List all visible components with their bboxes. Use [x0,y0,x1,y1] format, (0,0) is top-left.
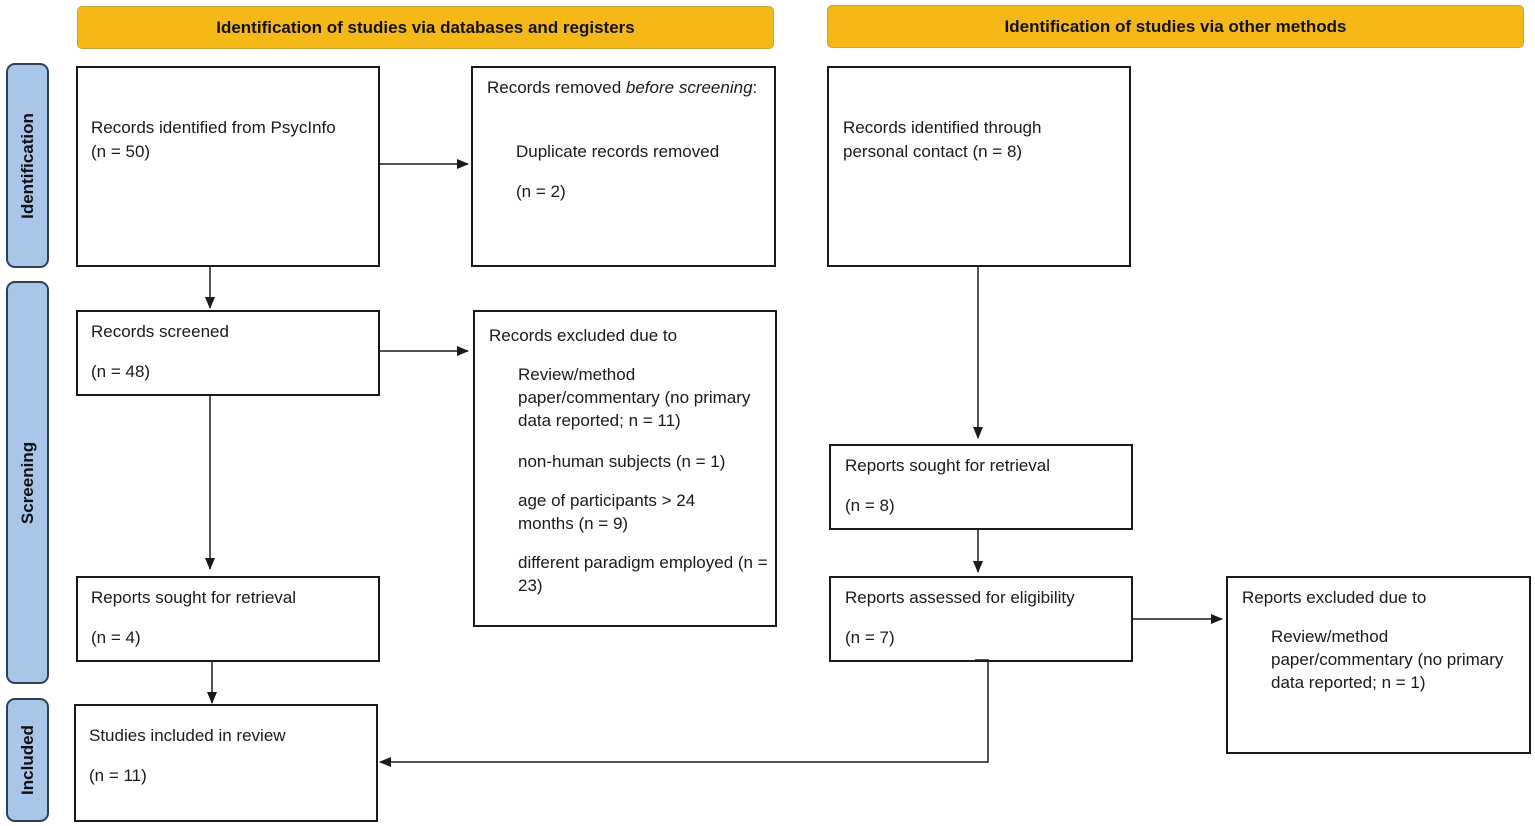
other-methods-header: Identification of studies via other meth… [827,5,1524,48]
box-label: Reports excluded due to [1242,588,1427,607]
records-excluded-box: Records excluded due to Review/method pa… [473,310,777,627]
reports-sought-db-box: Reports sought for retrieval (n = 4) [76,576,380,662]
box-label: Reports sought for retrieval [91,588,297,607]
exclusion-reason: age of participants > 24 months (n = 9) [518,491,696,533]
records-identified-psycinfo-box: Records identified from PsycInfo (n = 50… [76,66,380,267]
removed-count: (n = 2) [516,182,566,201]
box-label: Records screened [91,322,229,341]
exclusion-reason: Review/method paper/commentary (no prima… [518,365,751,430]
box-count: (n = 8) [845,496,895,515]
box-label: Studies included in review [89,726,286,745]
exclusion-reason: Review/method paper/commentary (no prima… [1271,627,1504,692]
box-label: Records identified from PsycInfo [91,118,336,137]
box-label: Records removed before screening: [487,78,758,97]
arrow-assessed-to-included [379,659,989,767]
studies-included-box: Studies included in review (n = 11) [74,704,378,822]
box-count: (n = 4) [91,628,141,647]
box-count: (n = 11) [89,766,147,785]
exclusion-reason: non-human subjects (n = 1) [518,452,726,471]
box-label-line2: personal contact (n = 8) [843,142,1023,161]
box-count: (n = 50) [91,142,151,161]
exclusion-reason: different paradigm employed (n = 23) [518,553,768,595]
box-label-line1: Records identified through [843,118,1042,137]
box-label: Reports assessed for eligibility [845,588,1075,607]
databases-header: Identification of studies via databases … [77,6,774,49]
box-count: (n = 48) [91,362,151,381]
removed-item: Duplicate records removed [516,142,720,161]
included-phase: Included [6,698,49,822]
screening-phase: Screening [6,281,49,684]
records-screened-box: Records screened (n = 48) [76,310,380,396]
identification-phase: Identification [6,63,49,268]
reports-assessed-box: Reports assessed for eligibility (n = 7) [829,576,1133,662]
box-label: Records excluded due to [489,326,678,345]
reports-excluded-box: Reports excluded due to Review/method pa… [1226,576,1531,754]
records-removed-box: Records removed before screening: Duplic… [471,66,776,267]
box-count: (n = 7) [845,628,895,647]
reports-sought-other-box: Reports sought for retrieval (n = 8) [829,444,1133,530]
box-label: Reports sought for retrieval [845,456,1051,475]
records-identified-personal-box: Records identified through personal cont… [827,66,1131,267]
